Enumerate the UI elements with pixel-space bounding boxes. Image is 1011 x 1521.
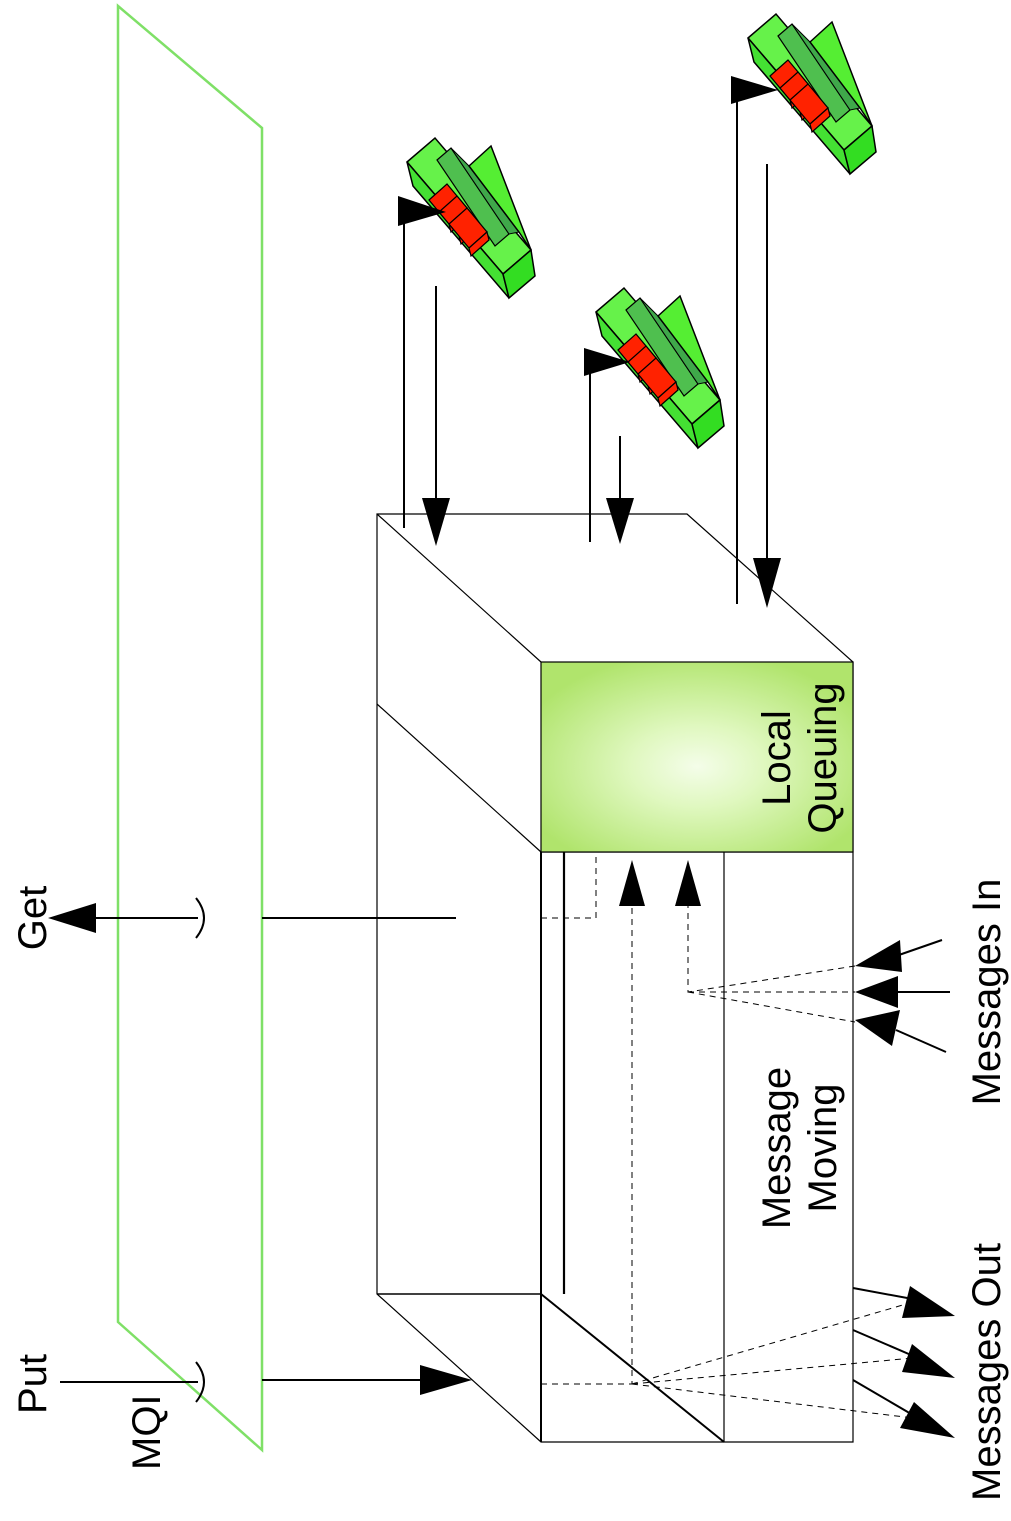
local-queuing-label-line2: Queuing	[801, 682, 845, 833]
arrow-icon	[855, 976, 898, 1008]
arrow-icon	[900, 1402, 955, 1438]
local-queuing-label-line1: Local	[755, 710, 799, 806]
arrow-icon	[619, 860, 645, 906]
arrow-icon	[855, 940, 902, 972]
arrow-icon	[855, 1010, 900, 1046]
mqi-label: MQI	[125, 1394, 169, 1470]
queue-3	[731, 14, 876, 608]
arrow-icon	[675, 860, 701, 906]
put-arrow	[60, 1362, 472, 1402]
queue-manager-box	[377, 514, 853, 1442]
message-moving-label-line1: Message	[755, 1067, 799, 1229]
messages-in-arrows	[855, 940, 950, 1052]
messages-in-label: Messages In	[965, 879, 1009, 1106]
arrow-icon	[420, 1365, 472, 1395]
get-label: Get	[11, 886, 55, 950]
messages-out-label: Messages Out	[965, 1243, 1009, 1501]
arrow-icon	[753, 558, 781, 608]
arrow-icon	[902, 1344, 955, 1378]
queue-icon	[748, 14, 876, 174]
mqi-plane	[118, 6, 262, 1450]
queue-1	[398, 138, 535, 546]
arrow-icon	[48, 903, 96, 933]
arrow-icon	[606, 498, 634, 544]
get-arrow	[48, 898, 456, 938]
message-moving-label-line2: Moving	[801, 1084, 845, 1213]
internal-arrowheads	[619, 860, 701, 906]
queue-icon	[596, 288, 724, 448]
messages-out-arrows	[853, 1286, 955, 1438]
arrow-icon	[902, 1286, 955, 1318]
internal-routes	[541, 852, 913, 1418]
arrow-icon	[422, 498, 450, 546]
queue-2	[584, 288, 724, 544]
queue-icon	[407, 138, 535, 298]
put-label: Put	[11, 1354, 55, 1414]
